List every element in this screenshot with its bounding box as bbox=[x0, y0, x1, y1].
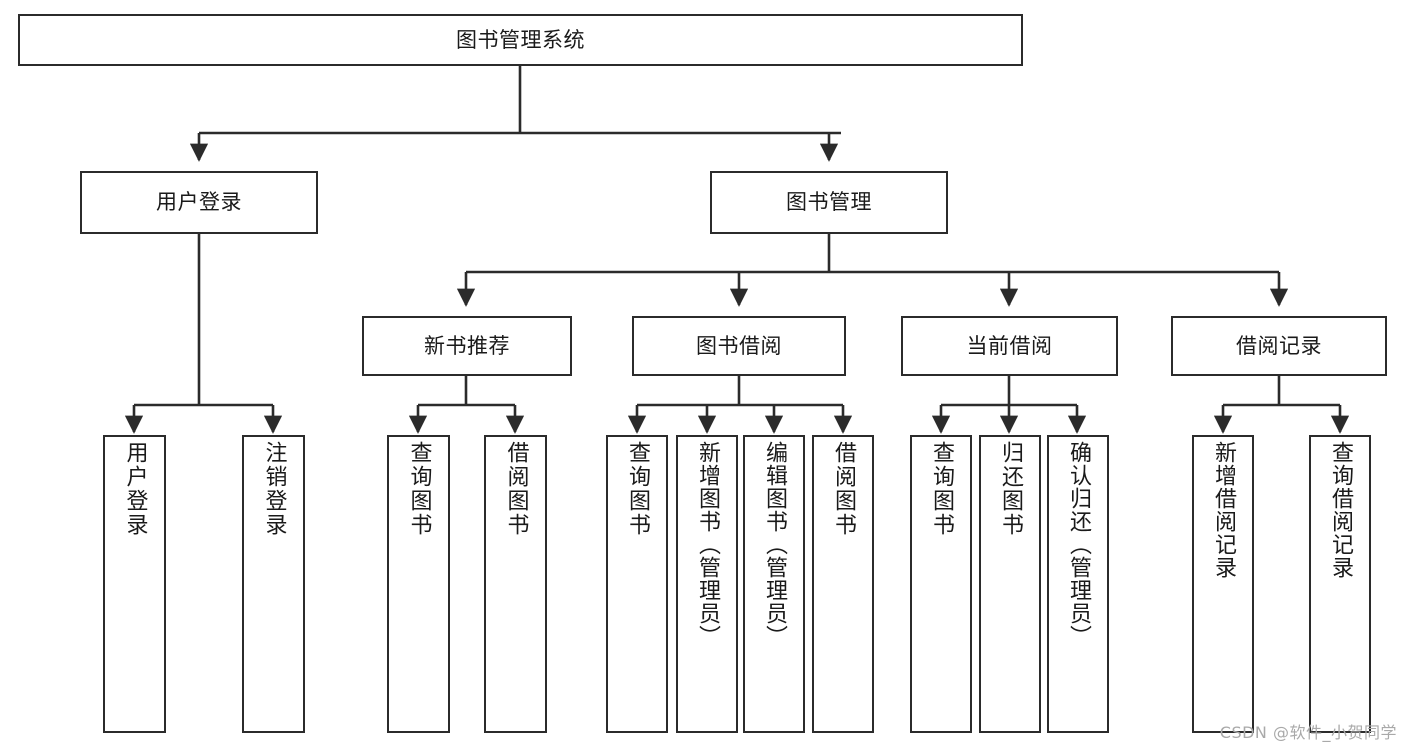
leaf-query-book-borrow[interactable]: 查询图书 bbox=[606, 435, 668, 733]
leaf-borrow-book-label: 借阅图书 bbox=[831, 441, 856, 537]
node-root-book-management-system[interactable]: 图书管理系统 bbox=[18, 14, 1023, 66]
node-book-borrow[interactable]: 图书借阅 bbox=[632, 316, 846, 376]
edges-currentborrow-to-leaves bbox=[931, 376, 1087, 434]
leaf-add-book-label: 新增图书（管理员） bbox=[695, 441, 720, 648]
node-book-borrow-label: 图书借阅 bbox=[696, 333, 782, 358]
node-new-book-recommend-label: 新书推荐 bbox=[424, 333, 510, 358]
node-book-manage[interactable]: 图书管理 bbox=[710, 171, 948, 234]
leaf-borrow-book-recommend-label: 借阅图书 bbox=[503, 441, 529, 537]
leaf-add-book[interactable]: 新增图书（管理员） bbox=[676, 435, 738, 733]
leaf-confirm-return-label: 确认归还（管理员） bbox=[1066, 441, 1091, 648]
leaf-borrow-book-recommend[interactable]: 借阅图书 bbox=[484, 435, 547, 733]
node-book-manage-label: 图书管理 bbox=[786, 190, 872, 215]
leaf-edit-book-label: 编辑图书（管理员） bbox=[762, 441, 787, 648]
leaf-edit-book[interactable]: 编辑图书（管理员） bbox=[743, 435, 805, 733]
node-borrow-record[interactable]: 借阅记录 bbox=[1171, 316, 1387, 376]
node-current-borrow-label: 当前借阅 bbox=[966, 333, 1053, 358]
leaf-return-book-label: 归还图书 bbox=[998, 441, 1023, 537]
leaf-query-book-current[interactable]: 查询图书 bbox=[910, 435, 972, 733]
edges-root-to-level2 bbox=[189, 66, 841, 162]
leaf-return-book[interactable]: 归还图书 bbox=[979, 435, 1041, 733]
edges-borrowrecord-to-leaves bbox=[1213, 376, 1350, 434]
leaf-query-borrow-record-label: 查询借阅记录 bbox=[1328, 441, 1353, 579]
leaf-add-borrow-record-label: 新增借阅记录 bbox=[1211, 441, 1236, 579]
leaf-borrow-book[interactable]: 借阅图书 bbox=[812, 435, 874, 733]
leaf-add-borrow-record[interactable]: 新增借阅记录 bbox=[1192, 435, 1254, 733]
leaf-logout-login-label: 注销登录 bbox=[261, 441, 287, 537]
leaf-query-book-borrow-label: 查询图书 bbox=[625, 441, 650, 537]
node-borrow-record-label: 借阅记录 bbox=[1236, 333, 1322, 358]
leaf-user-login[interactable]: 用户登录 bbox=[103, 435, 166, 733]
node-root-label: 图书管理系统 bbox=[456, 27, 585, 52]
edges-bookborrow-to-leaves bbox=[627, 376, 853, 434]
edges-userlogin-to-leaves bbox=[124, 234, 283, 434]
node-user-login-label: 用户登录 bbox=[156, 190, 242, 215]
leaf-query-book-current-label: 查询图书 bbox=[929, 441, 954, 537]
leaf-query-borrow-record[interactable]: 查询借阅记录 bbox=[1309, 435, 1371, 733]
node-new-book-recommend[interactable]: 新书推荐 bbox=[362, 316, 572, 376]
edges-bookmanage-to-level3 bbox=[456, 234, 1289, 307]
leaf-user-login-label: 用户登录 bbox=[122, 441, 148, 537]
csdn-watermark: CSDN @软件_小贺同学 bbox=[1219, 723, 1397, 742]
leaf-confirm-return[interactable]: 确认归还（管理员） bbox=[1047, 435, 1109, 733]
leaf-query-book-recommend[interactable]: 查询图书 bbox=[387, 435, 450, 733]
edges-newbook-to-leaves bbox=[408, 376, 525, 434]
leaf-query-book-recommend-label: 查询图书 bbox=[406, 441, 432, 537]
node-user-login[interactable]: 用户登录 bbox=[80, 171, 318, 234]
node-current-borrow[interactable]: 当前借阅 bbox=[901, 316, 1118, 376]
leaf-logout-login[interactable]: 注销登录 bbox=[242, 435, 305, 733]
